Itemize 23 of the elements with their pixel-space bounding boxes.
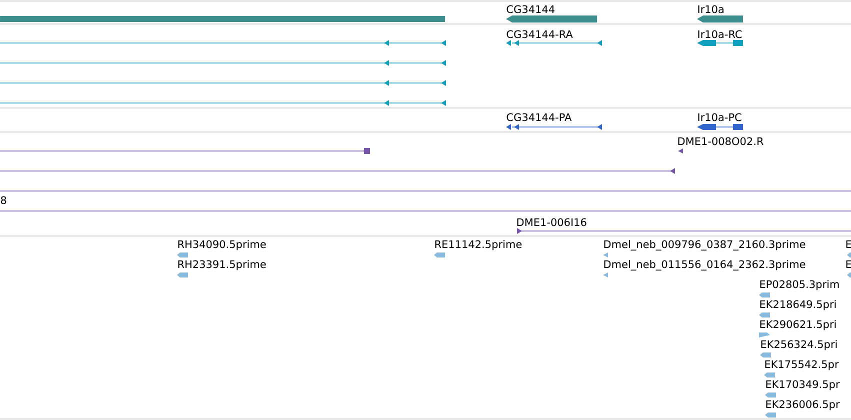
feature-label: EK290621.5pri bbox=[760, 320, 836, 330]
feature-label: Ir10a-PC bbox=[698, 113, 742, 122]
feature-label: E bbox=[846, 260, 851, 268]
feature-label: Dmel_neb_009796_0387_2160.3prime bbox=[604, 240, 806, 250]
feature-label: RH23391.5prime bbox=[178, 260, 266, 270]
feature-label: E bbox=[846, 240, 851, 248]
feature-label: EK175542.5pr bbox=[765, 360, 839, 370]
feature-label: Dmel_neb_011556_0164_2362.3prime bbox=[604, 260, 806, 270]
feature-label: EK170349.5pr bbox=[766, 380, 840, 390]
feature-label: EP02805.3prim bbox=[760, 280, 839, 290]
feature-label: CG34144-PA bbox=[506, 113, 572, 122]
feature-label: CG34144 bbox=[506, 5, 554, 14]
feature-label: DME1-006I16 bbox=[517, 218, 586, 226]
feature-label: 8 bbox=[0, 196, 6, 204]
feature-label: EK256324.5pri bbox=[761, 340, 837, 350]
feature-label: Ir10a bbox=[698, 5, 724, 14]
feature-label: RE11142.5prime bbox=[435, 240, 522, 250]
feature-label: CG34144-RA bbox=[506, 30, 573, 38]
feature-label: Ir10a-RC bbox=[698, 30, 742, 38]
feature-label: RH34090.5prime bbox=[178, 240, 266, 250]
feature-label: EK236006.5pr bbox=[766, 400, 840, 410]
feature-label: DME1-008O02.R bbox=[678, 137, 764, 146]
feature-label: EK218649.5pri bbox=[760, 300, 836, 310]
